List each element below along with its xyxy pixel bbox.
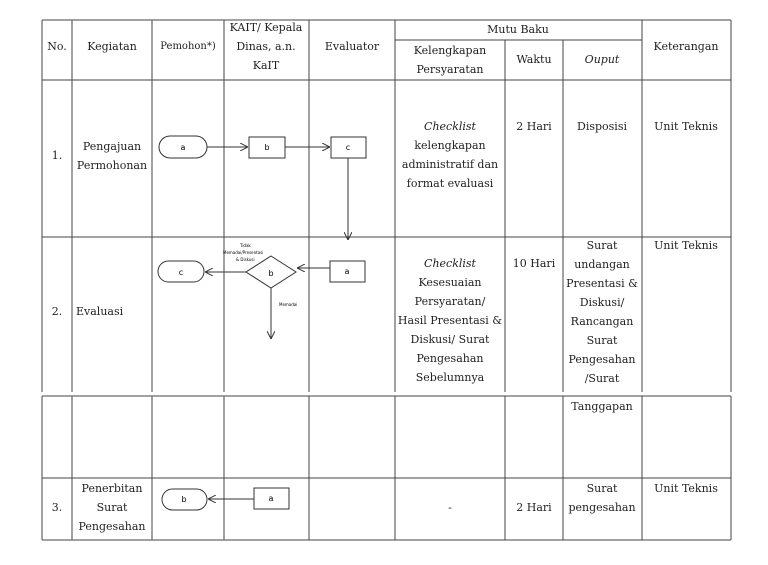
- row-1-kait-process-label: b: [264, 143, 269, 152]
- row-1-no: 1.: [51, 149, 63, 162]
- row-3-pemohon-terminator-label: b: [181, 495, 186, 504]
- row-2-waktu: 10 Hari: [512, 257, 556, 270]
- row-2-output-line-1: Surat: [586, 239, 618, 252]
- row-2-not-ok-label-2: Memadai/Presentasi: [223, 250, 263, 255]
- header-kait-line-3: KaIT: [252, 59, 280, 72]
- row-2-output-line-2: undangan: [574, 258, 630, 271]
- row-1-kelengkapan-line-1: kelengkapan: [414, 139, 486, 152]
- row-2-output-line-4: Diskusi/: [579, 296, 625, 309]
- header-kelengkapan-line-1: Kelengkapan: [413, 44, 487, 57]
- row-1-kegiatan-line-1: Pengajuan: [82, 140, 142, 153]
- row-1-kait-process: b: [248, 136, 286, 159]
- row-2-pemohon-terminator-label: c: [179, 268, 183, 277]
- row-1-pemohon-terminator-label: a: [181, 143, 186, 152]
- header-mutu-baku: Mutu Baku: [487, 23, 549, 36]
- row-2-kegiatan: Evaluasi: [76, 305, 124, 318]
- row-2-no: 2.: [51, 305, 63, 318]
- row-2-kelengkapan-line-1: Kesesuaian: [418, 276, 482, 289]
- row-3-kegiatan-line-2: Surat: [96, 501, 128, 514]
- row-3-keterangan: Unit Teknis: [654, 482, 718, 495]
- row-2-output-line-8: /Surat: [584, 372, 620, 385]
- row-1-output: Disposisi: [577, 120, 627, 133]
- header-evaluator: Evaluator: [324, 40, 380, 53]
- row-2-not-ok-label-1: Tidak: [239, 243, 251, 248]
- row-2-output-continued: Tanggapan: [571, 400, 633, 413]
- header-keterangan: Keterangan: [653, 40, 719, 53]
- header-kait-line-1: KAIT/ Kepala: [229, 21, 303, 34]
- row-3-output-line-1: Surat: [586, 482, 618, 495]
- row-2-kelengkapan-line-4: Diskusi/ Surat: [410, 333, 490, 346]
- row-2-not-ok-label-3: & Diskusi: [236, 257, 255, 262]
- row-2-kelengkapan-title: Checklist: [424, 257, 476, 270]
- row-2-kelengkapan-line-2: Persyaratan/: [414, 295, 486, 308]
- row-3-kegiatan-line-1: Penerbitan: [81, 482, 143, 495]
- row-2-kelengkapan-line-3: Hasil Presentasi &: [397, 314, 503, 327]
- row-1-kegiatan-line-2: Permohonan: [76, 159, 148, 172]
- row-1-keterangan: Unit Teknis: [654, 120, 718, 133]
- row-1-kelengkapan-line-2: administratif dan: [401, 158, 499, 171]
- header-no: No.: [47, 40, 67, 53]
- header-pemohon: Pemohon*): [160, 41, 216, 52]
- row-1-waktu: 2 Hari: [516, 120, 552, 133]
- row-3-kelengkapan: -: [448, 501, 452, 514]
- row-3-output-line-2: pengesahan: [568, 501, 636, 514]
- header-kelengkapan-line-2: Persyaratan: [416, 63, 484, 76]
- row-1-pemohon-terminator: a: [158, 135, 208, 159]
- row-2-output-line-7: Pengesahan: [568, 353, 636, 366]
- row-1-kelengkapan-line-3: format evaluasi: [406, 177, 494, 190]
- row-2-kelengkapan-line-5: Pengesahan: [416, 352, 484, 365]
- header-output: Ouput: [584, 53, 620, 66]
- row-2-output-line-6: Surat: [586, 334, 618, 347]
- row-1-evaluator-process: c: [330, 136, 367, 159]
- row-2-keterangan: Unit Teknis: [654, 239, 718, 252]
- row-3-kegiatan-line-3: Pengesahan: [78, 520, 146, 533]
- row-3-kait-process-label: a: [269, 494, 274, 503]
- row-2-output-line-3: Presentasi &: [566, 277, 638, 290]
- row-3-waktu: 2 Hari: [516, 501, 552, 514]
- row-2-kelengkapan-line-6: Sebelumnya: [415, 371, 485, 384]
- row-3-pemohon-terminator: b: [161, 488, 208, 511]
- header-kait-line-2: Dinas, a.n.: [236, 40, 296, 53]
- row-2-evaluator-process: a: [329, 260, 366, 283]
- row-2-evaluator-process-label: a: [345, 267, 350, 276]
- header-kegiatan: Kegiatan: [87, 40, 137, 53]
- row-2-output-line-5: Rancangan: [570, 315, 634, 328]
- row-2-ok-label: Memadai: [279, 302, 297, 307]
- row-1-evaluator-process-label: c: [346, 143, 350, 152]
- row-2-pemohon-terminator: c: [157, 260, 205, 283]
- row-2-decision-label: b: [268, 269, 273, 278]
- row-1-kelengkapan-title: Checklist: [424, 120, 476, 133]
- header-waktu: Waktu: [516, 53, 552, 66]
- row-3-kait-process: a: [253, 487, 290, 510]
- row-3-no: 3.: [51, 501, 63, 514]
